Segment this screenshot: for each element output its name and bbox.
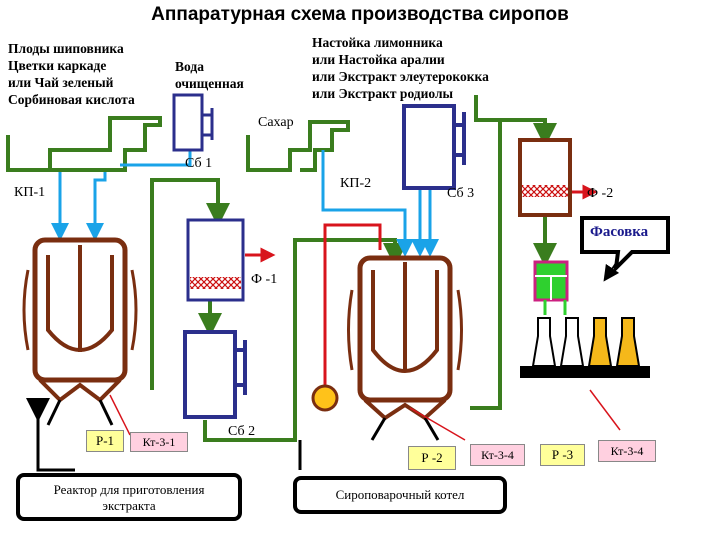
vessel-sb1 (172, 93, 214, 152)
vessel-sb2 (183, 330, 247, 419)
filter-f1 (186, 218, 245, 302)
tag-r3: Р -3 (540, 444, 585, 466)
blue-pipes (51, 118, 439, 257)
ingredient: Сорбиновая кислота (8, 92, 135, 107)
hopper-kp2 (246, 120, 350, 172)
ingredient: или Экстракт родиолы (312, 86, 454, 101)
tag-r2: Р -2 (408, 446, 456, 470)
callout-boiler-frame (293, 476, 507, 514)
label-f2: Ф -2 (587, 186, 614, 201)
tag-kt1: Кт-3-1 (130, 432, 188, 452)
green-pipes (6, 95, 557, 442)
ingredient: или Экстракт элеутерококка (312, 69, 489, 84)
vessel-sb3 (402, 104, 466, 190)
label-kp1: КП-1 (14, 185, 46, 200)
pump (311, 384, 339, 412)
label-sb1: Сб 1 (185, 156, 213, 171)
ingredient: или Чай зеленый (8, 75, 114, 90)
boiler-r2 (311, 255, 463, 441)
callout-reactor-frame (16, 473, 242, 521)
ingredient: Цветки каркаде (8, 58, 107, 73)
label-kp2: КП-2 (340, 176, 372, 191)
callout-packing-frame (580, 216, 670, 274)
bottles (531, 317, 641, 367)
tag-r1: Р-1 (86, 430, 124, 452)
ingredient: или Настойка аралии (312, 52, 445, 67)
label-sb3: Сб 3 (447, 186, 475, 201)
diagram-title: Аппаратурная схема производства сиропов (151, 4, 569, 25)
packing-machine (520, 260, 650, 378)
callout-line: экстракта (102, 498, 156, 513)
hopper-kp1 (6, 116, 162, 172)
label-sb2: Сб 2 (228, 424, 256, 439)
sugar-label: Сахар (258, 115, 294, 130)
tag-kt4-a: Кт-3-4 (470, 444, 525, 466)
water-line: Вода (175, 59, 204, 74)
ingredient: Плоды шиповника (8, 41, 124, 56)
ingredient: Настойка лимонника (312, 35, 443, 50)
water-line: очищенная (175, 76, 244, 91)
water-label: Вода очищенная (175, 58, 244, 92)
filter-f2 (518, 138, 572, 217)
packing-label: Фасовка (590, 224, 649, 240)
reactor-r1 (22, 237, 138, 426)
label-f1: Ф -1 (251, 272, 278, 287)
callout-boiler-text: Сироповарочный котел (335, 487, 465, 502)
tag-kt4-b: Кт-3-4 (598, 440, 656, 462)
callout-line: Реактор для приготовления (53, 482, 205, 497)
ingredients-right: Настойка лимонника или Настойка аралии и… (312, 34, 489, 102)
callout-reactor-text: Реактор для приготовления экстракта (20, 482, 238, 514)
ingredients-left: Плоды шиповника Цветки каркаде или Чай з… (8, 40, 135, 108)
